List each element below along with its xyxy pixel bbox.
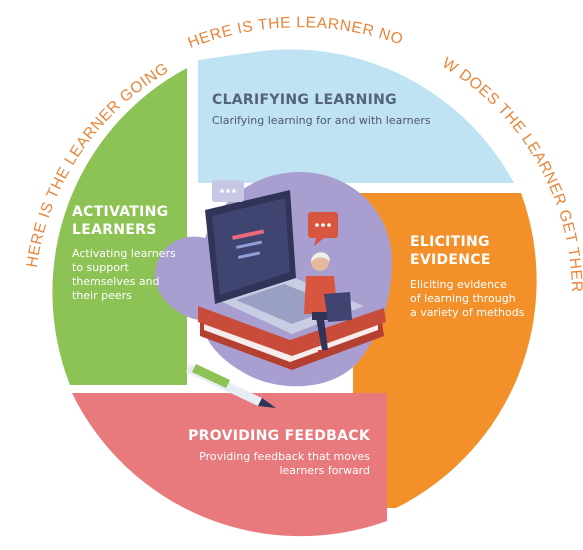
learner-figure bbox=[304, 252, 352, 355]
eliciting-title-line: ELICITING bbox=[410, 234, 490, 250]
feedback-body-line: learners forward bbox=[279, 464, 370, 477]
activating-body-line: to support bbox=[72, 261, 129, 274]
activating-body-line: themselves and bbox=[72, 275, 160, 288]
eliciting-quadrant[interactable] bbox=[353, 193, 537, 508]
eliciting-body-line: Eliciting evidence bbox=[410, 278, 507, 291]
question-top: WHERE IS THE LEARNER NOW? bbox=[0, 0, 405, 52]
clarifying-title: CLARIFYING LEARNING bbox=[212, 92, 397, 108]
feedback-quadrant[interactable] bbox=[72, 393, 387, 537]
activating-title-line: LEARNERS bbox=[72, 222, 157, 238]
feedback-title: PROVIDING FEEDBACK bbox=[188, 428, 371, 444]
activating-title-line: ACTIVATING bbox=[72, 204, 168, 220]
activating-body-line: their peers bbox=[72, 289, 132, 302]
pencil-icon bbox=[186, 364, 276, 408]
clarifying-body-line: Clarifying learning for and with learner… bbox=[212, 114, 431, 127]
eliciting-body-line: a variety of methods bbox=[410, 306, 525, 319]
activating-quadrant[interactable] bbox=[52, 68, 187, 385]
chat-bubble-icon bbox=[308, 212, 338, 246]
activating-body-line: Activating learners bbox=[72, 247, 176, 260]
clarifying-quadrant[interactable] bbox=[198, 49, 514, 183]
speech-bubble-icon bbox=[212, 180, 244, 202]
feedback-body-line: Providing feedback that moves bbox=[199, 450, 370, 463]
learner-laptop-illustration bbox=[155, 172, 392, 408]
eliciting-title-line: EVIDENCE bbox=[410, 252, 491, 268]
eliciting-body-line: of learning through bbox=[410, 292, 516, 305]
